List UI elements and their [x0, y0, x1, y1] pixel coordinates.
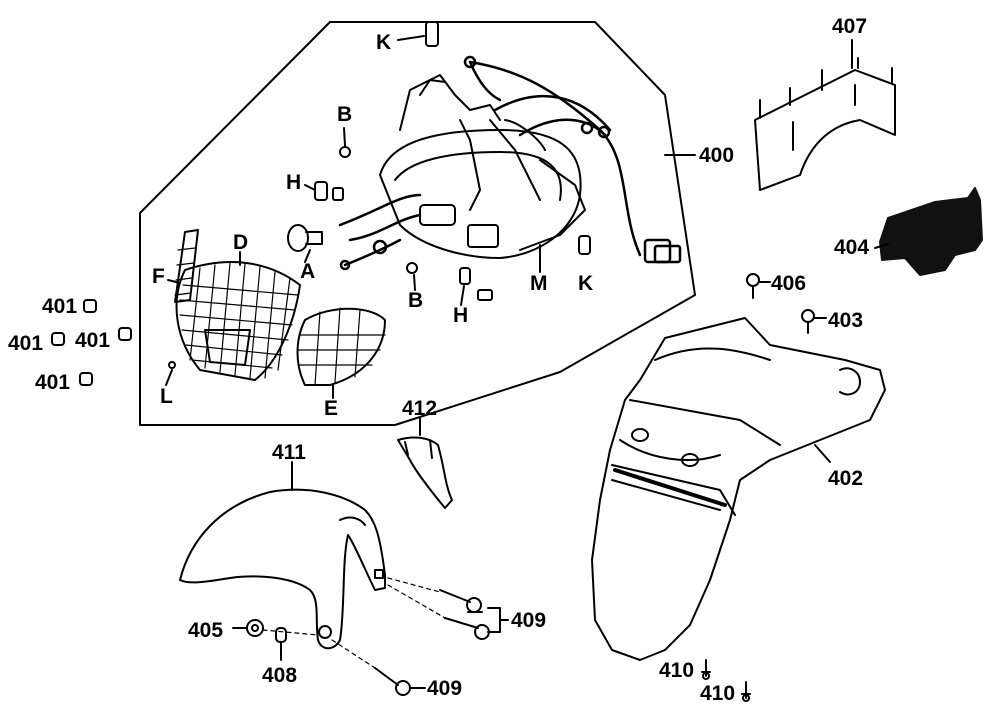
nut-401-a	[83, 299, 97, 313]
callout-412: 412	[402, 397, 438, 420]
leader-a	[304, 249, 311, 263]
leader-h-left	[304, 184, 316, 191]
callout-m: M	[530, 272, 548, 295]
callout-k-top: K	[376, 31, 392, 54]
nut-401-c	[118, 327, 132, 341]
leader-l	[165, 369, 173, 386]
leader-h-bottom	[460, 285, 465, 306]
collar-408	[275, 627, 287, 643]
reflector-f	[174, 229, 199, 303]
nut-401-d	[79, 372, 93, 386]
leader-409-a	[487, 607, 509, 633]
bulb-a	[287, 224, 323, 252]
callout-408: 408	[262, 664, 298, 687]
bolt-409-a	[439, 589, 483, 613]
callout-401-a: 401	[42, 295, 78, 318]
clip-k-right	[578, 235, 591, 255]
callout-h-bottom: H	[453, 304, 469, 327]
bolt-409-b	[444, 617, 490, 640]
leader-402	[814, 444, 831, 463]
leader-f	[167, 279, 181, 284]
callout-b-bottom: B	[408, 289, 424, 312]
callout-411: 411	[272, 441, 306, 464]
bolt-403	[801, 309, 815, 334]
callout-406: 406	[771, 272, 807, 295]
callout-b-top: B	[337, 103, 353, 126]
leader-404	[874, 243, 889, 249]
leader-b-top	[343, 127, 346, 147]
callout-401-d: 401	[35, 371, 71, 394]
callout-e: E	[324, 397, 339, 420]
leader-k-top	[397, 35, 425, 41]
callout-401-c: 401	[75, 329, 111, 352]
callout-401-b: 401	[8, 332, 44, 355]
tail-light-housing	[379, 74, 586, 259]
callout-404: 404	[834, 236, 870, 259]
screw-b-bottom	[406, 262, 418, 274]
leader-b-bottom	[413, 274, 416, 291]
callout-410-a: 410	[659, 659, 695, 682]
callout-f: F	[152, 265, 165, 288]
bolt-409-c	[374, 667, 411, 696]
bracket-412	[397, 436, 453, 509]
callout-403: 403	[828, 309, 864, 332]
callout-d: D	[233, 231, 249, 254]
clip-k-top	[425, 21, 439, 47]
callout-409-b: 409	[427, 677, 463, 700]
screw-l	[168, 361, 176, 369]
wiring-harness	[338, 55, 682, 271]
plate-407	[754, 57, 896, 191]
callout-405: 405	[188, 619, 224, 642]
nut-405	[246, 619, 264, 637]
callout-h-left: H	[286, 171, 302, 194]
callout-402: 402	[828, 467, 864, 490]
rear-fender-402	[591, 317, 886, 661]
callout-k-right: K	[578, 272, 594, 295]
rear-lens-d	[175, 261, 301, 381]
callout-410-b: 410	[700, 682, 736, 705]
clip-h-left	[314, 181, 328, 201]
assembly-400-outline	[139, 21, 696, 426]
callout-400: 400	[699, 144, 735, 167]
bolt-406	[746, 273, 760, 299]
screw-b-top	[339, 146, 351, 158]
front-fender-411	[179, 488, 386, 650]
callout-407: 407	[832, 15, 868, 38]
block-404	[879, 187, 983, 276]
screw-410-b	[741, 681, 751, 702]
clip-h-bottom	[459, 267, 471, 285]
callout-409-a: 409	[511, 609, 547, 632]
screw-410-a	[701, 659, 711, 680]
nut-401-b	[51, 332, 65, 346]
reflector-e	[296, 307, 386, 386]
callout-a: A	[300, 260, 316, 283]
callout-l: L	[160, 385, 173, 408]
